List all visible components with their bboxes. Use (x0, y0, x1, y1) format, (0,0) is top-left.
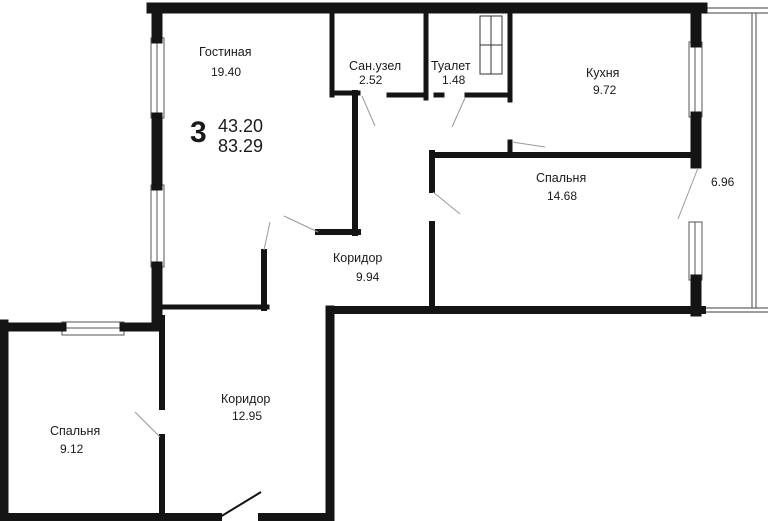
room-area-kitchen: 9.72 (593, 83, 617, 97)
door-bedroom-east (432, 191, 461, 215)
door-bathroom (361, 95, 376, 127)
balcony-frame (703, 7, 768, 313)
door-toilet (451, 97, 466, 128)
room-area-bathroom: 2.52 (359, 73, 383, 87)
door-kitchen (511, 141, 546, 148)
room-name-bedroom-west: Спальня (50, 424, 101, 438)
room-name-living-room: Гостиная (199, 45, 252, 59)
room-area-balcony: 6.96 (711, 175, 735, 189)
room-area-living-room: 19.40 (211, 65, 242, 79)
room-name-corridor-lower: Коридор (221, 392, 271, 406)
total-area: 83.29 (218, 136, 264, 156)
toilet-fixture (479, 15, 503, 75)
room-name-bedroom-east: Спальня (536, 171, 587, 185)
room-area-corridor-upper: 9.94 (356, 270, 380, 284)
entrance-door[interactable] (219, 491, 262, 518)
door-bedroom-west (134, 411, 161, 438)
room-name-bathroom: Сан.узел (349, 59, 402, 73)
room-name-toilet: Туалет (431, 59, 471, 73)
walls (0, 2, 708, 521)
door-living-b (263, 221, 271, 251)
room-area-bedroom-east: 14.68 (547, 189, 578, 203)
room-area-bedroom-west: 9.12 (60, 442, 84, 456)
room-area-corridor-lower: 12.95 (232, 409, 263, 423)
door-living-a (283, 215, 319, 233)
living-area: 43.20 (218, 116, 264, 136)
door-swings (134, 95, 699, 438)
room-area-toilet: 1.48 (442, 73, 466, 87)
door-balcony (677, 167, 699, 220)
rooms-count: 3 (190, 116, 207, 149)
room-name-corridor-upper: Коридор (333, 251, 383, 265)
room-name-kitchen: Кухня (586, 66, 620, 80)
